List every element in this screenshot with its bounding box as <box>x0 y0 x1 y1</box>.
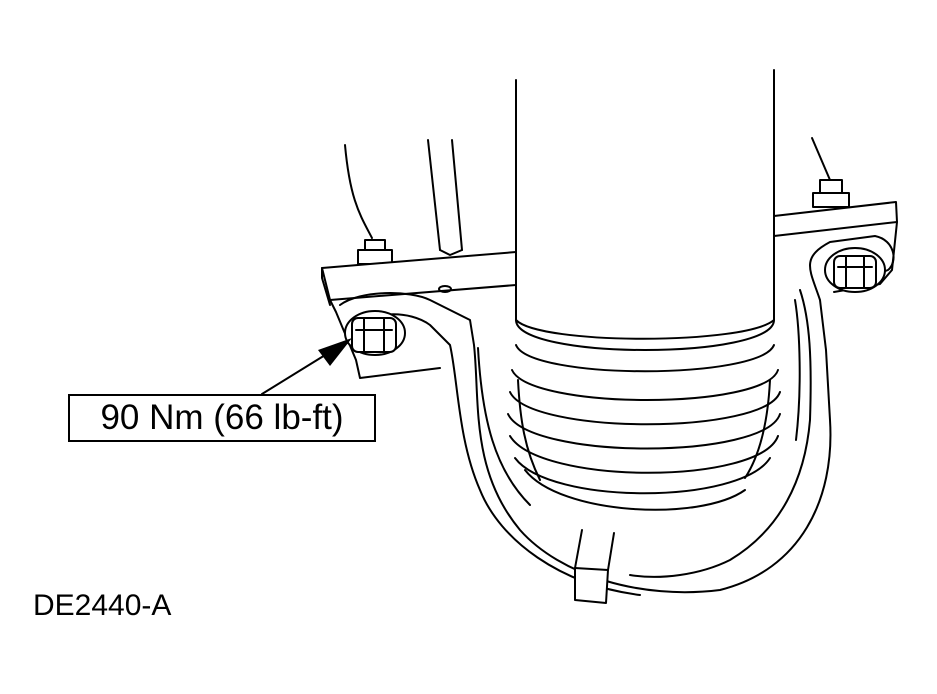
clamp-tab <box>574 529 615 604</box>
left-rear-bolt <box>357 239 393 265</box>
coil-spring <box>507 319 781 511</box>
torque-label: 90 Nm (66 lb-ft) <box>100 398 344 437</box>
leader-line-left <box>344 144 373 239</box>
torque-callout-box: 90 Nm (66 lb-ft) <box>68 394 376 442</box>
leader-line-right <box>811 137 831 181</box>
u-bracket <box>339 235 895 596</box>
strut-tube <box>515 69 775 340</box>
right-front-bolt <box>824 247 886 293</box>
left-front-bolt <box>344 310 406 356</box>
callout-arrowhead <box>318 338 352 366</box>
callout-leader <box>261 351 331 395</box>
rear-rod <box>427 139 463 256</box>
right-rear-bolt <box>812 179 850 208</box>
mounting-plate-left <box>321 251 517 379</box>
figure-id: DE2440-A <box>33 589 172 622</box>
